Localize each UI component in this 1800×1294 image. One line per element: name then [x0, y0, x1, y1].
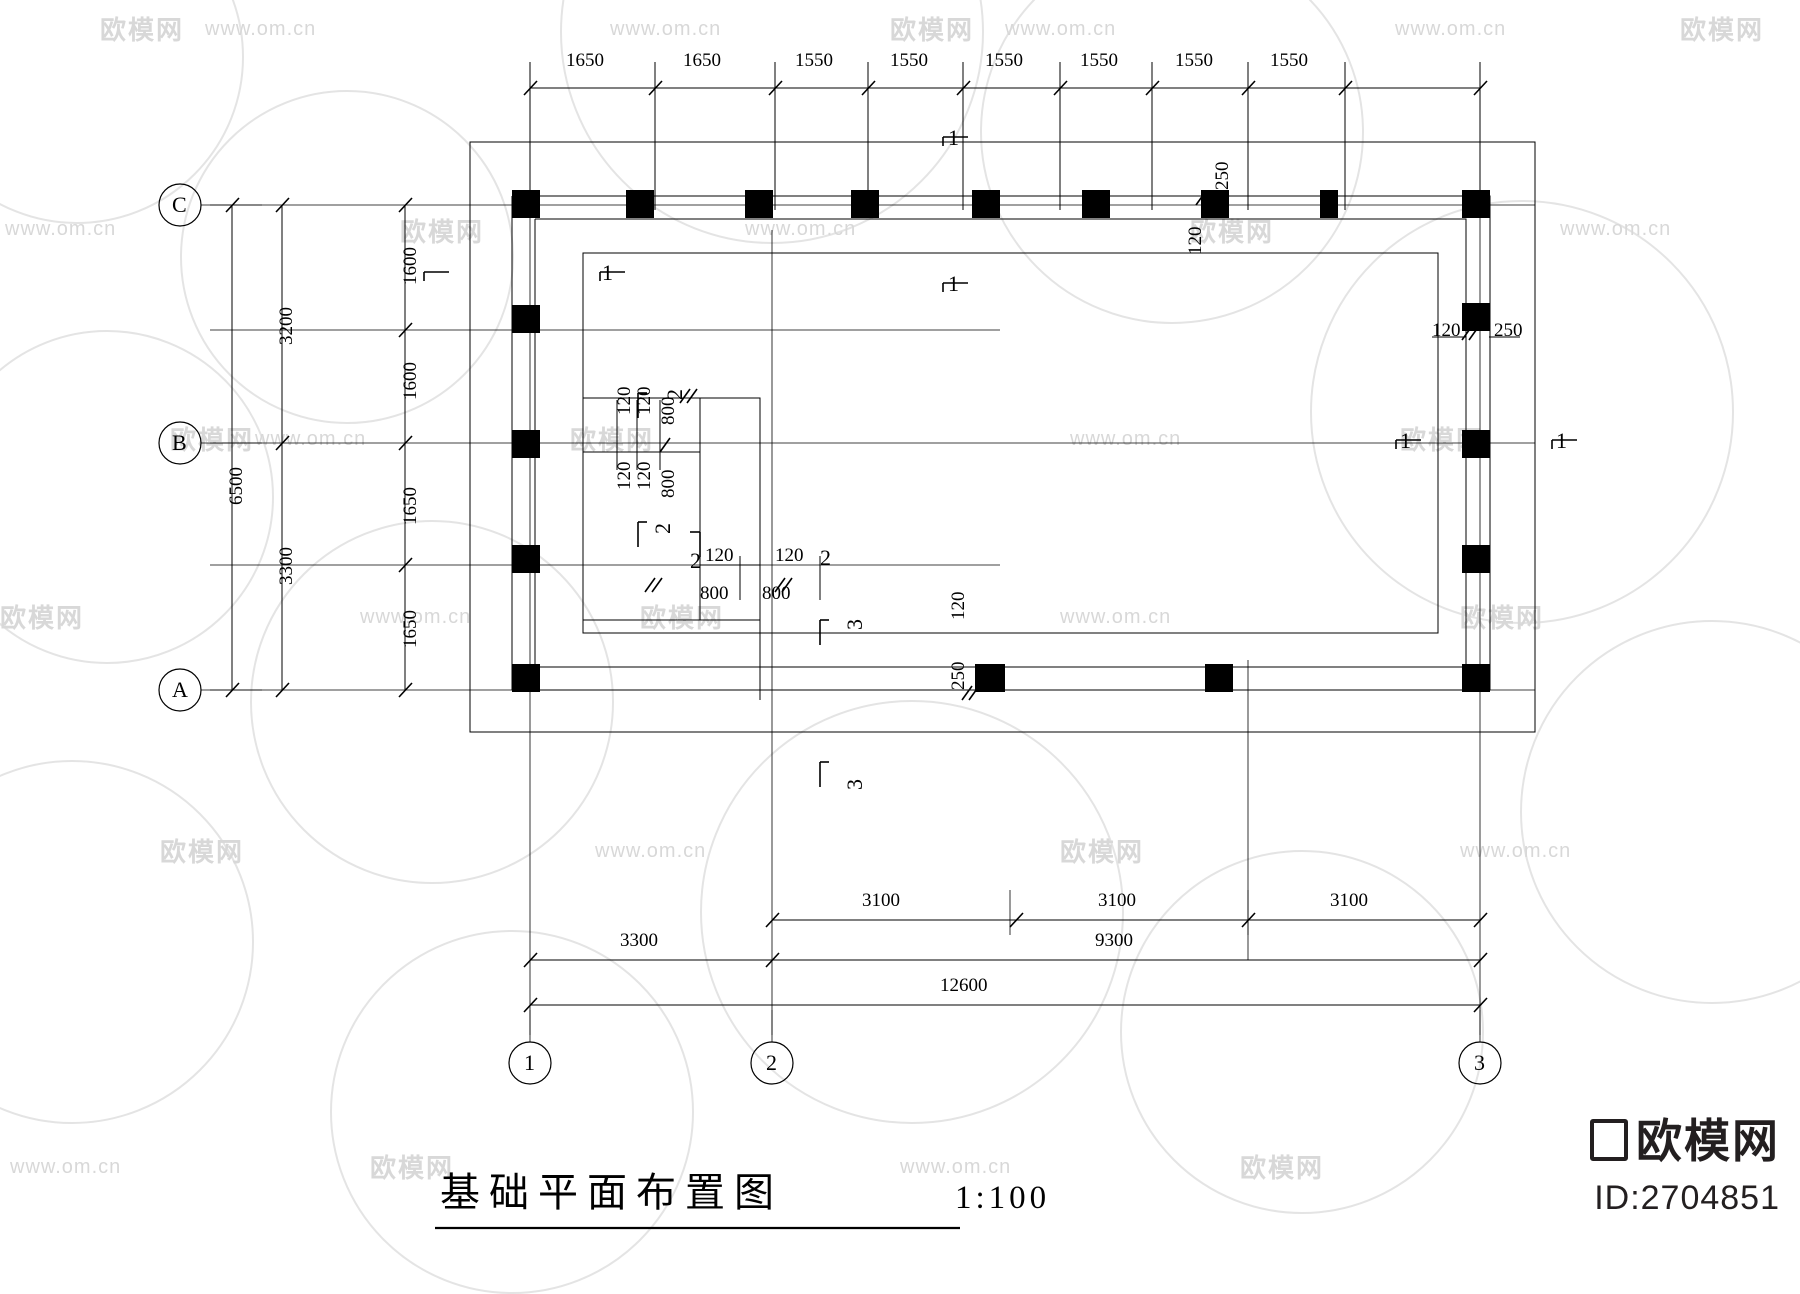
- dimension-top-4: 1550: [890, 50, 928, 71]
- callout-inner3-width: 120: [614, 461, 635, 491]
- callout-inner2-height: 800: [658, 469, 679, 499]
- callout-width-top: 120: [1185, 226, 1206, 256]
- grid-label-a: A: [172, 677, 188, 702]
- callout-inner4-width: 120: [634, 461, 655, 491]
- dimension-top-5: 1550: [985, 50, 1023, 71]
- section-mark-2b: 2: [650, 523, 675, 534]
- dimension-bottom-row2-1: 3300: [620, 930, 658, 951]
- callout-height-bottom: 250: [948, 661, 969, 691]
- dimension-bottom-row1-2: 3100: [1098, 890, 1136, 911]
- section-mark-2a: 2: [662, 389, 687, 400]
- section-mark-1c: 1: [602, 260, 613, 285]
- section-mark-1b: 1: [948, 271, 959, 296]
- grid-label-b: B: [172, 430, 187, 455]
- dimension-top-6: 1550: [1080, 50, 1118, 71]
- section-mark-1e: 1: [1556, 428, 1567, 453]
- section-mark-3b: 3: [842, 779, 867, 790]
- callout-inner6-width: 120: [775, 545, 804, 566]
- section-mark-3a: 3: [842, 619, 867, 630]
- dimension-left-inner-3: 1650: [400, 487, 421, 525]
- dimension-bottom-row1-1: 3100: [862, 890, 900, 911]
- section-mark-2d: 2: [820, 545, 831, 570]
- callout-height-right: 250: [1494, 320, 1523, 341]
- dimension-bottom-overall: 12600: [940, 975, 988, 996]
- grid-label-3: 3: [1474, 1050, 1485, 1075]
- brand-block: 欧模网 ID:2704851: [1590, 1105, 1780, 1218]
- drawing-title: 基础平面布置图: [440, 1170, 783, 1215]
- dimension-top-8: 1550: [1270, 50, 1308, 71]
- dimension-bottom-row1-3: 3100: [1330, 890, 1368, 911]
- dimension-left-inner-1: 1600: [400, 247, 421, 285]
- callout-inner3-height: 800: [700, 583, 729, 604]
- column-symbols: [512, 190, 1490, 692]
- drawing-scale: 1:100: [955, 1180, 1051, 1216]
- grid-label-1: 1: [524, 1050, 535, 1075]
- callout-height-top: 250: [1212, 161, 1233, 191]
- section-mark-1d: 1: [1400, 428, 1411, 453]
- dimension-top-7: 1550: [1175, 50, 1213, 71]
- callout-inner1-width: 120: [614, 386, 635, 416]
- dimension-left-outer-2: 3300: [276, 547, 297, 585]
- dimension-top-3: 1550: [795, 50, 833, 71]
- callout-width-bottom: 120: [948, 591, 969, 621]
- section-mark-1a: 1: [948, 125, 959, 150]
- dimension-top-1: 1650: [566, 50, 604, 71]
- grid-label-2: 2: [766, 1050, 777, 1075]
- dimension-left-overall: 6500: [226, 467, 247, 505]
- dimension-left-outer-1: 3200: [276, 307, 297, 345]
- brand-logo-icon: [1590, 1119, 1628, 1161]
- brand-name-row: 欧模网: [1590, 1105, 1780, 1171]
- dimension-left-inner-4: 1650: [400, 610, 421, 648]
- callout-inner1-height: 800: [658, 396, 679, 426]
- callout-inner5-width: 120: [705, 545, 734, 566]
- callout-width-right: 120: [1432, 320, 1461, 341]
- callout-inner2-width: 120: [634, 386, 655, 416]
- section-mark-2c: 2: [690, 548, 701, 573]
- dimension-bottom-row2-2: 9300: [1095, 930, 1133, 951]
- dimension-left-inner-2: 1600: [400, 362, 421, 400]
- dimension-top-2: 1650: [683, 50, 721, 71]
- brand-name: 欧模网: [1636, 1115, 1780, 1167]
- grid-label-c: C: [172, 192, 187, 217]
- brand-id: ID:2704851: [1594, 1179, 1780, 1217]
- callout-inner4-height: 800: [762, 583, 791, 604]
